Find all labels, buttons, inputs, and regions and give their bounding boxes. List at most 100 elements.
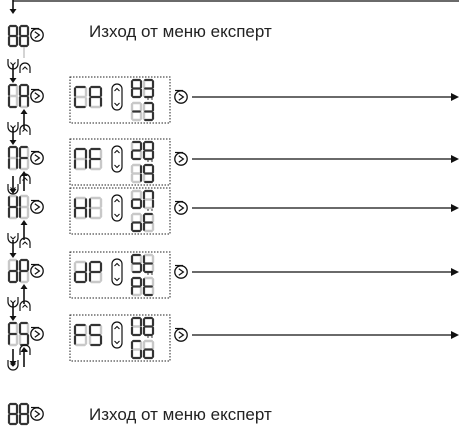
digit (130, 212, 143, 233)
value-panel (69, 138, 171, 186)
row-arrowhead (451, 268, 459, 276)
set-button-icon (30, 88, 44, 103)
up-button-icon (19, 173, 31, 184)
up-arrow-icon (20, 220, 28, 240)
value-panel (69, 76, 171, 124)
up-arrow-icon (20, 109, 28, 129)
digit (142, 78, 155, 99)
option-display-bottom (130, 163, 155, 184)
option-display-top (130, 78, 155, 99)
digit (130, 163, 143, 184)
panel-code-display (73, 85, 103, 109)
set-button-icon (30, 326, 44, 341)
value-panel (69, 187, 171, 235)
menu-row (7, 237, 459, 308)
digit (7, 258, 19, 284)
digit (18, 145, 30, 171)
panel-code-display (73, 196, 103, 220)
set-button-icon (174, 327, 188, 342)
up-down-button-icon (111, 321, 123, 349)
digit (7, 321, 19, 347)
digit (18, 402, 30, 426)
digit (7, 194, 19, 220)
down-arrow-icon (9, 240, 17, 258)
digit (18, 321, 30, 347)
menu-code-display (7, 194, 30, 220)
display-blank-top (7, 24, 30, 48)
digit (73, 147, 88, 171)
option-display-top (130, 253, 155, 274)
exit-text-bottom: Изход от меню експерт (89, 405, 272, 424)
digit (88, 260, 103, 284)
panel-code-display (73, 323, 103, 347)
up-button-icon (19, 237, 31, 248)
digit (130, 78, 143, 99)
menu-code-display (7, 321, 30, 347)
digit (142, 189, 155, 210)
menu-code-display (7, 83, 30, 109)
digit (73, 85, 88, 109)
set-button-icon (30, 150, 44, 165)
digit (88, 323, 103, 347)
digit (73, 260, 88, 284)
option-display-bottom (130, 212, 155, 233)
up-down-button-icon (111, 83, 123, 111)
row-arrowhead (451, 331, 459, 339)
digit (88, 85, 103, 109)
menu-row (7, 173, 459, 244)
digit (142, 253, 155, 274)
digit (18, 24, 30, 48)
option-display-top (130, 140, 155, 161)
digit (73, 323, 88, 347)
digit (130, 316, 143, 337)
panel-code-display (73, 147, 103, 171)
digit (142, 316, 155, 337)
set-button-icon (30, 27, 44, 42)
down-arrow-icon (9, 0, 17, 14)
menu-code-display (7, 145, 30, 171)
digit (130, 140, 143, 161)
row-arrowhead (451, 93, 459, 101)
down-arrow-icon (9, 303, 17, 321)
digit (88, 147, 103, 171)
digit (130, 101, 143, 122)
set-button-icon (174, 264, 188, 279)
up-down-button-icon (111, 194, 123, 222)
digit (142, 163, 155, 184)
down-arrow-icon (9, 127, 17, 145)
option-display-bottom (130, 276, 155, 297)
value-panel (69, 251, 171, 299)
digit (7, 145, 19, 171)
up-button-icon (19, 62, 31, 73)
digit (130, 276, 143, 297)
set-button-icon (30, 199, 44, 214)
option-display-bottom (130, 339, 155, 360)
option-display-top (130, 189, 155, 210)
menu-row (7, 300, 459, 371)
set-button-icon (30, 406, 44, 421)
menu-code-display (7, 258, 30, 284)
digit (142, 140, 155, 161)
up-button-icon (19, 124, 31, 135)
set-button-icon (174, 151, 188, 166)
up-button-icon (19, 344, 31, 355)
digit (18, 83, 30, 109)
digit (7, 24, 19, 48)
digit (130, 189, 143, 210)
down-arrow-icon (9, 349, 17, 366)
display-blank-bottom (7, 402, 30, 426)
set-button-icon (30, 263, 44, 278)
digit (18, 194, 30, 220)
digit (18, 258, 30, 284)
option-display-bottom (130, 101, 155, 122)
up-down-button-icon (111, 145, 123, 173)
option-display-top (130, 316, 155, 337)
digit (130, 339, 143, 360)
digit (7, 83, 19, 109)
down-arrow-icon (9, 176, 17, 194)
digit (142, 101, 155, 122)
digit (7, 402, 19, 426)
digit (73, 196, 88, 220)
digit (142, 212, 155, 233)
